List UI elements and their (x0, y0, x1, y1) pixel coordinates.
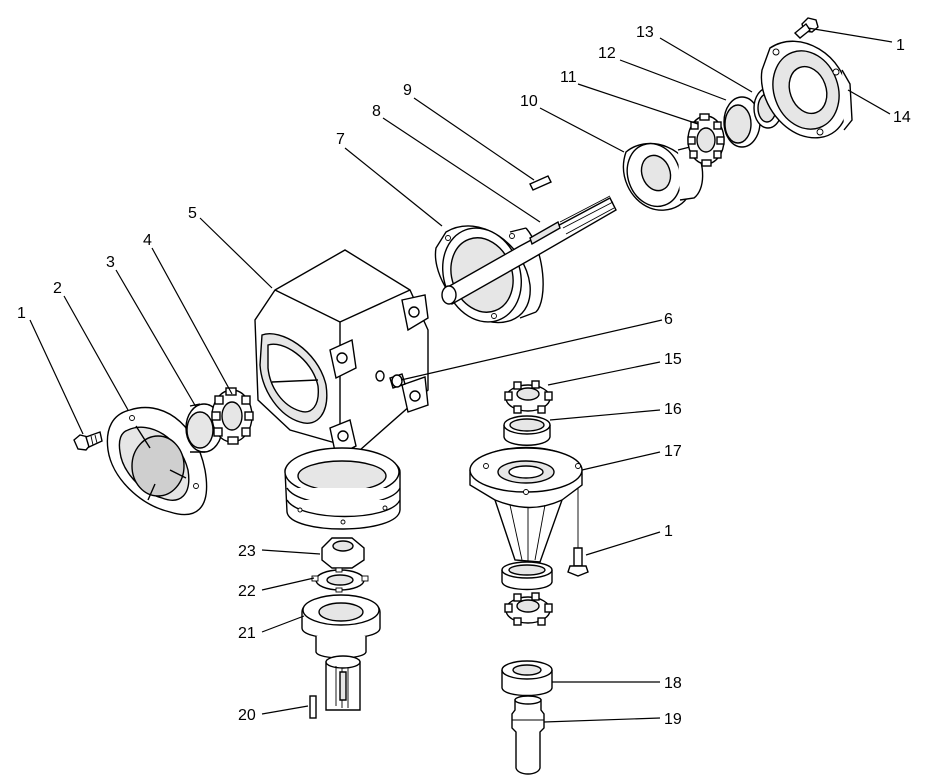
part-18-seal (501, 660, 553, 697)
callout-21: 21 (238, 625, 256, 642)
callout-11: 11 (560, 69, 577, 86)
callout-8: 8 (372, 103, 381, 120)
part-20-key (309, 695, 317, 719)
part-17-spindle-housing (469, 446, 583, 563)
part-5-gearbox-housing (254, 249, 429, 458)
callout-3: 3 (106, 254, 115, 271)
part-19-spindle-shaft (511, 695, 545, 775)
part-23-nut (321, 537, 365, 569)
callout-13: 13 (636, 24, 654, 41)
callout-12: 12 (598, 45, 616, 62)
callout-15: 15 (664, 351, 682, 368)
part-2-end-cover (106, 406, 208, 516)
part-22-lock-washer (311, 567, 369, 593)
part-lower-race (501, 561, 553, 591)
callout-19: 19 (664, 711, 682, 728)
callout-2: 2 (53, 280, 62, 297)
callout-9: 9 (403, 82, 412, 99)
callout-5: 5 (188, 205, 197, 222)
callout-labels: 1 2 3 4 5 6 7 8 9 10 11 12 13 1 14 15 16… (17, 24, 911, 728)
callout-23: 23 (238, 543, 256, 560)
part-lower-bearing-cone (504, 592, 553, 626)
part-12-bearing-race (723, 96, 761, 148)
part-16-bearing-race (503, 415, 551, 446)
callout-4: 4 (143, 232, 152, 249)
part-14-end-cap (760, 40, 853, 139)
callout-7: 7 (336, 131, 345, 148)
part-10-seal-housing (622, 142, 704, 211)
callout-6: 6 (664, 311, 673, 328)
part-15-bearing-cone (504, 380, 553, 414)
part-4-bearing-cone (211, 387, 254, 445)
callout-22: 22 (238, 583, 256, 600)
callout-20: 20 (238, 707, 256, 724)
part-1-bolt-lower-right (567, 547, 589, 577)
callout-1-left: 1 (17, 305, 26, 322)
part-8-input-shaft (441, 195, 617, 306)
callout-18: 18 (664, 675, 682, 692)
callout-16: 16 (664, 401, 682, 418)
part-9-key (529, 175, 552, 191)
part-output-shaft (325, 655, 361, 711)
callout-1-top-right: 1 (896, 37, 905, 54)
part-1-bolt-left (73, 431, 103, 451)
part-6-plug (389, 373, 406, 389)
leader-lines (29, 27, 893, 723)
part-21-hub (301, 594, 381, 659)
part-1-bolt-top-right (793, 17, 819, 39)
callout-17: 17 (664, 443, 682, 460)
part-flange-lower (284, 447, 401, 530)
part-11-bearing-cone (687, 113, 725, 167)
callout-1-lower-right: 1 (664, 523, 673, 540)
callout-10: 10 (520, 93, 538, 110)
callout-14: 14 (893, 109, 911, 126)
